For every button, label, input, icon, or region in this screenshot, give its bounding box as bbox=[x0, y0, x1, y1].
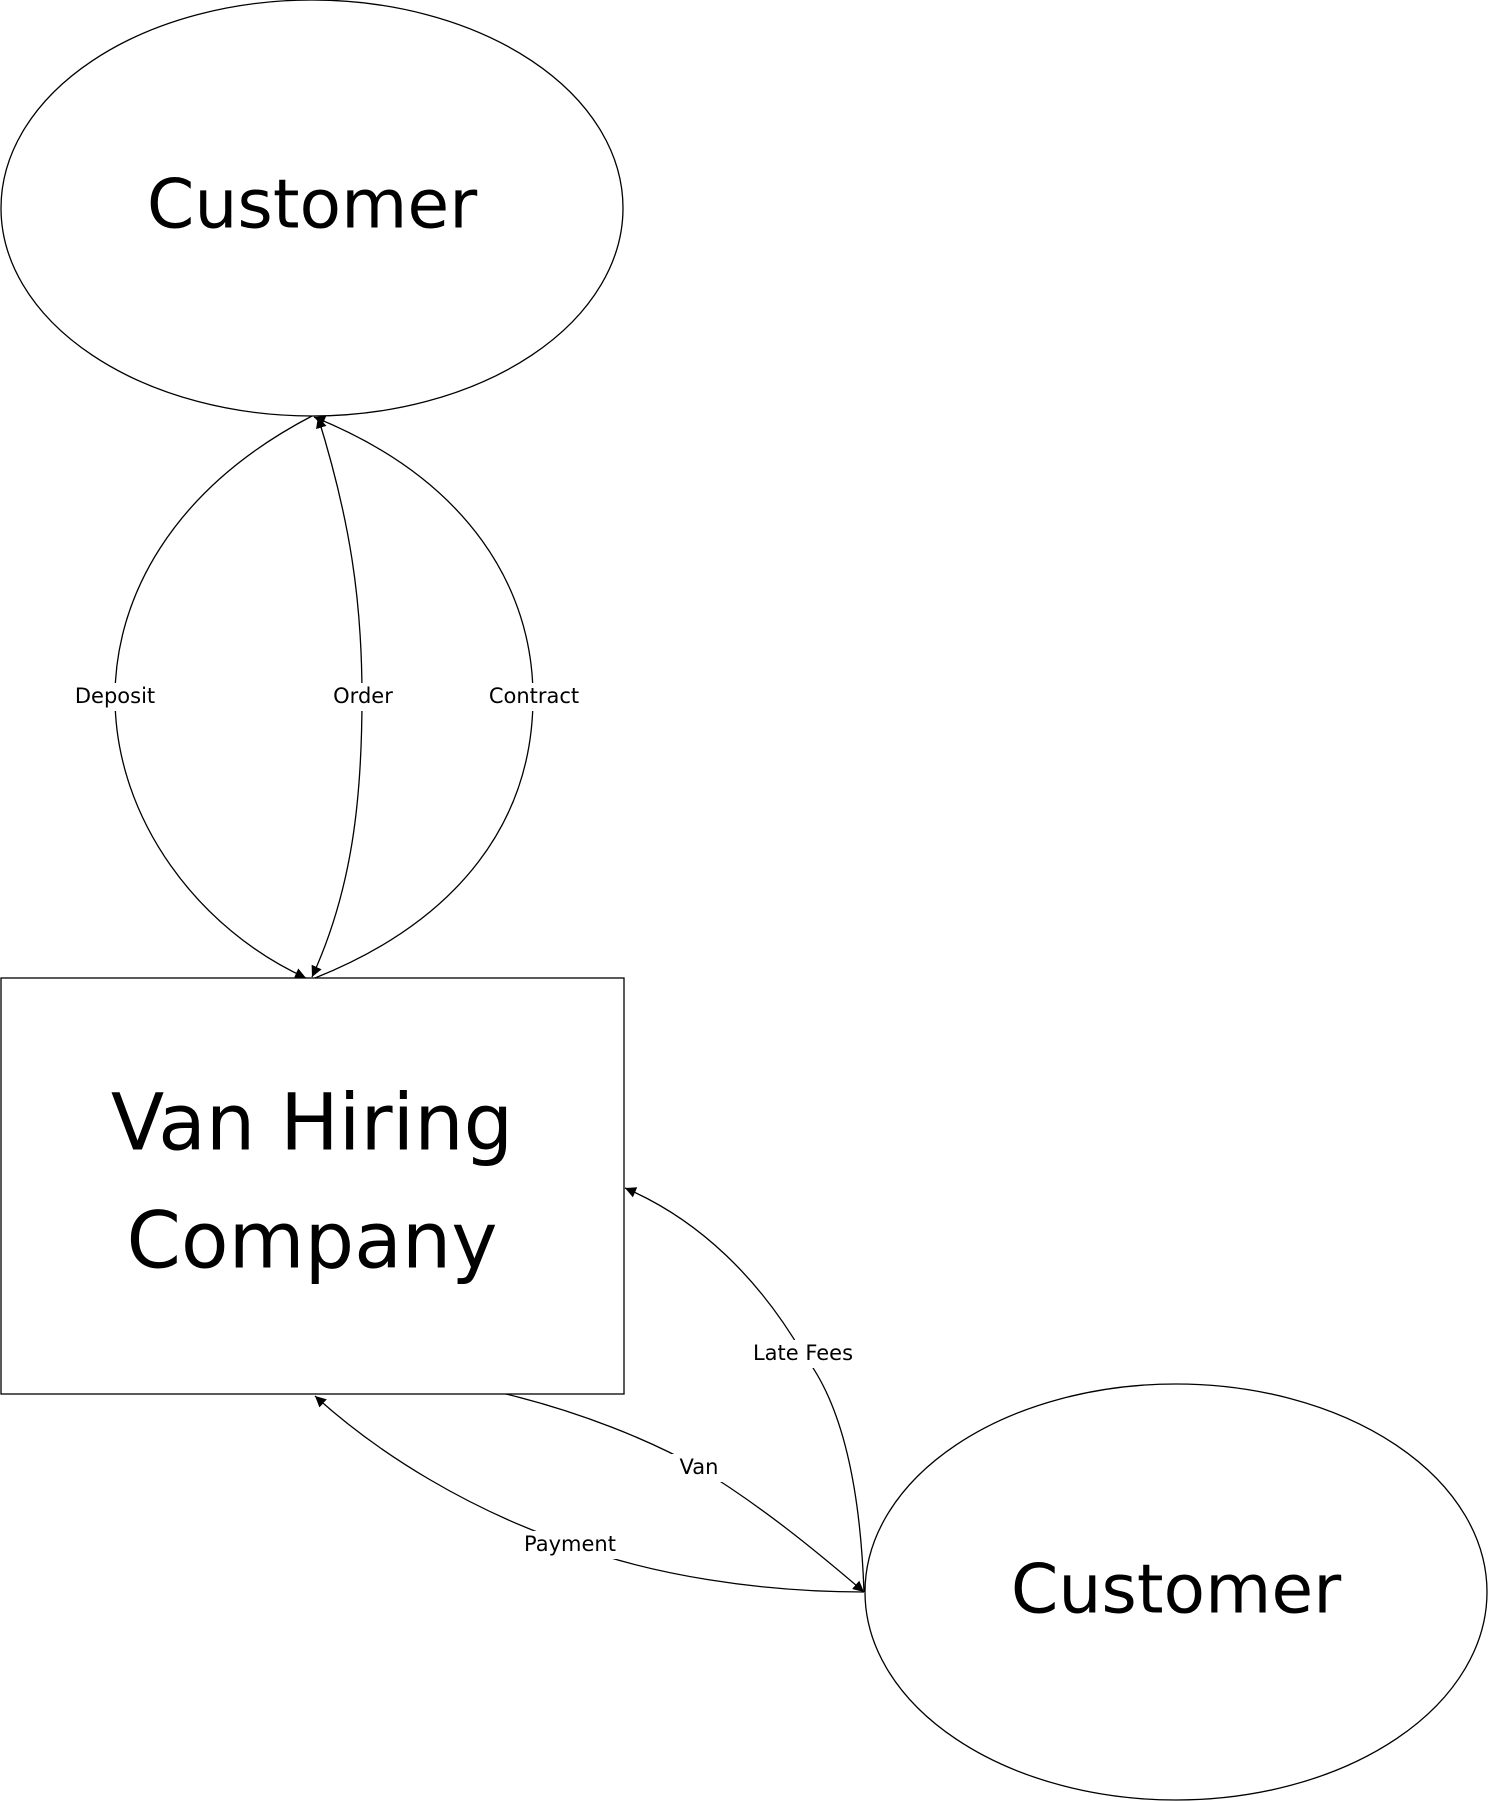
company-rect bbox=[0, 977, 625, 1395]
flow-deposit-label: Deposit bbox=[75, 684, 155, 708]
flow-van-label: Van bbox=[680, 1455, 719, 1479]
customer-bottom-label: Customer bbox=[1011, 1551, 1341, 1630]
flow-contract-label: Contract bbox=[489, 684, 579, 708]
flow-van-label-bg bbox=[670, 1454, 730, 1482]
customer-top-node: Customer bbox=[0, 0, 624, 417]
flow-deposit-label-bg bbox=[70, 683, 160, 711]
flow-van-arrow bbox=[505, 1393, 865, 1593]
flow-payment-arrow bbox=[314, 1395, 865, 1593]
flow-order-arrow-lower bbox=[311, 696, 363, 978]
flow-late-fees-label: Late Fees bbox=[753, 1341, 853, 1365]
flow-contract-label-bg bbox=[484, 683, 584, 711]
flow-late-fees: Late Fees bbox=[624, 1187, 865, 1593]
flow-late-fees-arrow bbox=[624, 1187, 865, 1593]
customer-top-label: Customer bbox=[147, 166, 477, 245]
flow-order-arrow bbox=[316, 416, 363, 698]
flow-payment-label-bg bbox=[518, 1531, 622, 1559]
company-label-line2: Company bbox=[126, 1196, 497, 1286]
flow-order-label-bg bbox=[328, 683, 398, 711]
flow-order: Order bbox=[311, 416, 398, 978]
customer-bottom-ellipse bbox=[864, 1383, 1488, 1801]
company-label-line1: Van Hiring bbox=[111, 1078, 513, 1168]
flow-late-fees-label-bg bbox=[745, 1340, 861, 1368]
flow-payment-label: Payment bbox=[524, 1532, 616, 1556]
company-node: Van Hiring Company bbox=[0, 977, 625, 1395]
flow-order-label: Order bbox=[333, 684, 393, 708]
flow-deposit: Deposit bbox=[70, 415, 313, 979]
customer-bottom-node: Customer bbox=[864, 1383, 1488, 1801]
flow-payment: Payment bbox=[314, 1395, 865, 1593]
flow-contract: Contract bbox=[313, 416, 584, 979]
flow-van: Van bbox=[505, 1393, 865, 1593]
